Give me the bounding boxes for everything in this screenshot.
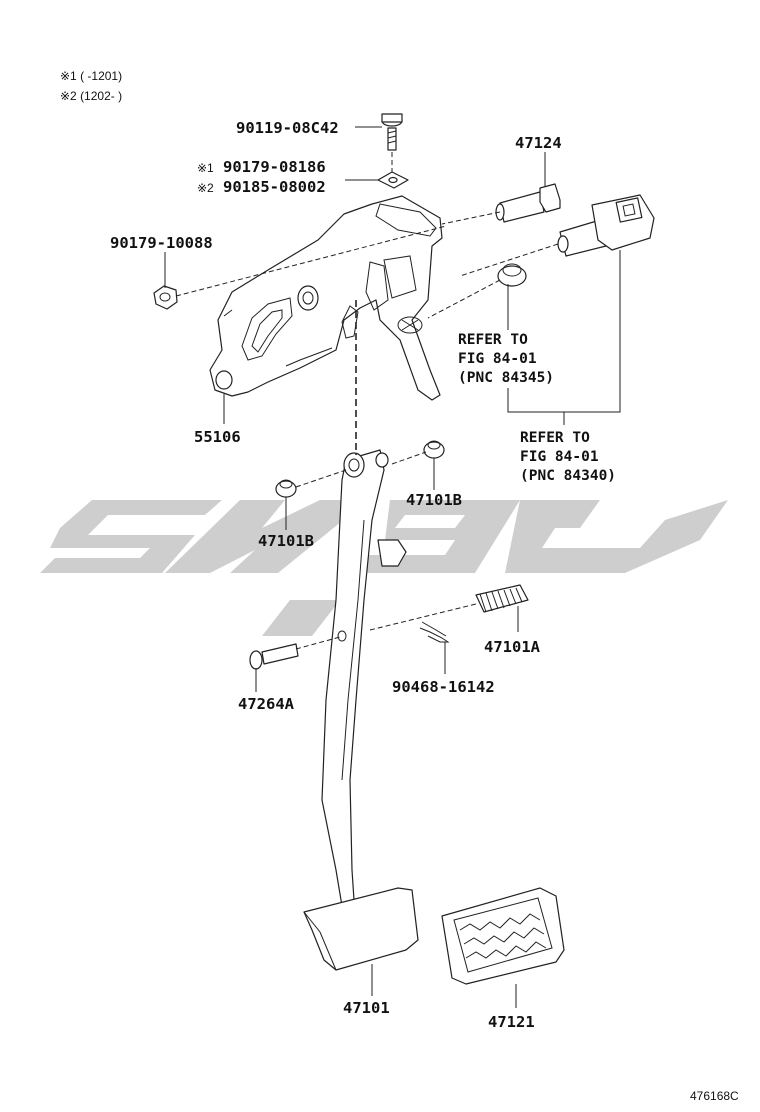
ref1-line1: REFER TO [458, 332, 528, 348]
label-47124: 47124 [515, 134, 562, 152]
label-90468-16142: 90468-16142 [392, 678, 495, 696]
label-47101b-right: 47101B [406, 491, 462, 509]
marker-2: ※2 [197, 181, 214, 195]
bolt-90119 [381, 113, 403, 151]
clip-90468 [419, 621, 450, 643]
pedal-pad [441, 887, 565, 985]
return-spring [475, 584, 529, 613]
label-55106: 55106 [194, 428, 241, 446]
ref2-line3: (PNC 84340) [520, 468, 616, 484]
label-90179-10088: 90179-10088 [110, 234, 213, 252]
pedal-bracket [209, 195, 443, 401]
nut-90179-10088 [153, 285, 178, 310]
label-90185-08002: 90185-08002 [223, 178, 326, 196]
clip-nut [377, 171, 409, 189]
bushing-right [423, 440, 445, 459]
pin-47264A [249, 643, 299, 670]
collar [497, 263, 527, 287]
label-47121: 47121 [488, 1013, 535, 1031]
marker-1: ※1 [197, 161, 214, 175]
bushing-left [275, 479, 297, 498]
label-90119-08c42: 90119-08C42 [236, 119, 339, 137]
note-range-2: ※2 (1202- ) [60, 89, 122, 103]
ref1-line3: (PNC 84345) [458, 370, 554, 386]
label-47101b-left: 47101B [258, 532, 314, 550]
label-90179-08186: 90179-08186 [223, 158, 326, 176]
note-range-1: ※1 ( -1201) [60, 69, 122, 83]
label-47264a: 47264A [238, 695, 295, 713]
label-47101: 47101 [343, 999, 390, 1017]
bolt-47124 [495, 183, 561, 223]
label-47101a: 47101A [484, 638, 541, 656]
brake-pedal-lever [303, 449, 419, 971]
ref2-line2: FIG 84-01 [520, 449, 599, 465]
watermark-logo [40, 500, 728, 636]
stop-lamp-switch [557, 194, 655, 257]
ref1-line2: FIG 84-01 [458, 351, 537, 367]
ref2-line1: REFER TO [520, 430, 590, 446]
figure-number: 476168C [690, 1089, 739, 1103]
